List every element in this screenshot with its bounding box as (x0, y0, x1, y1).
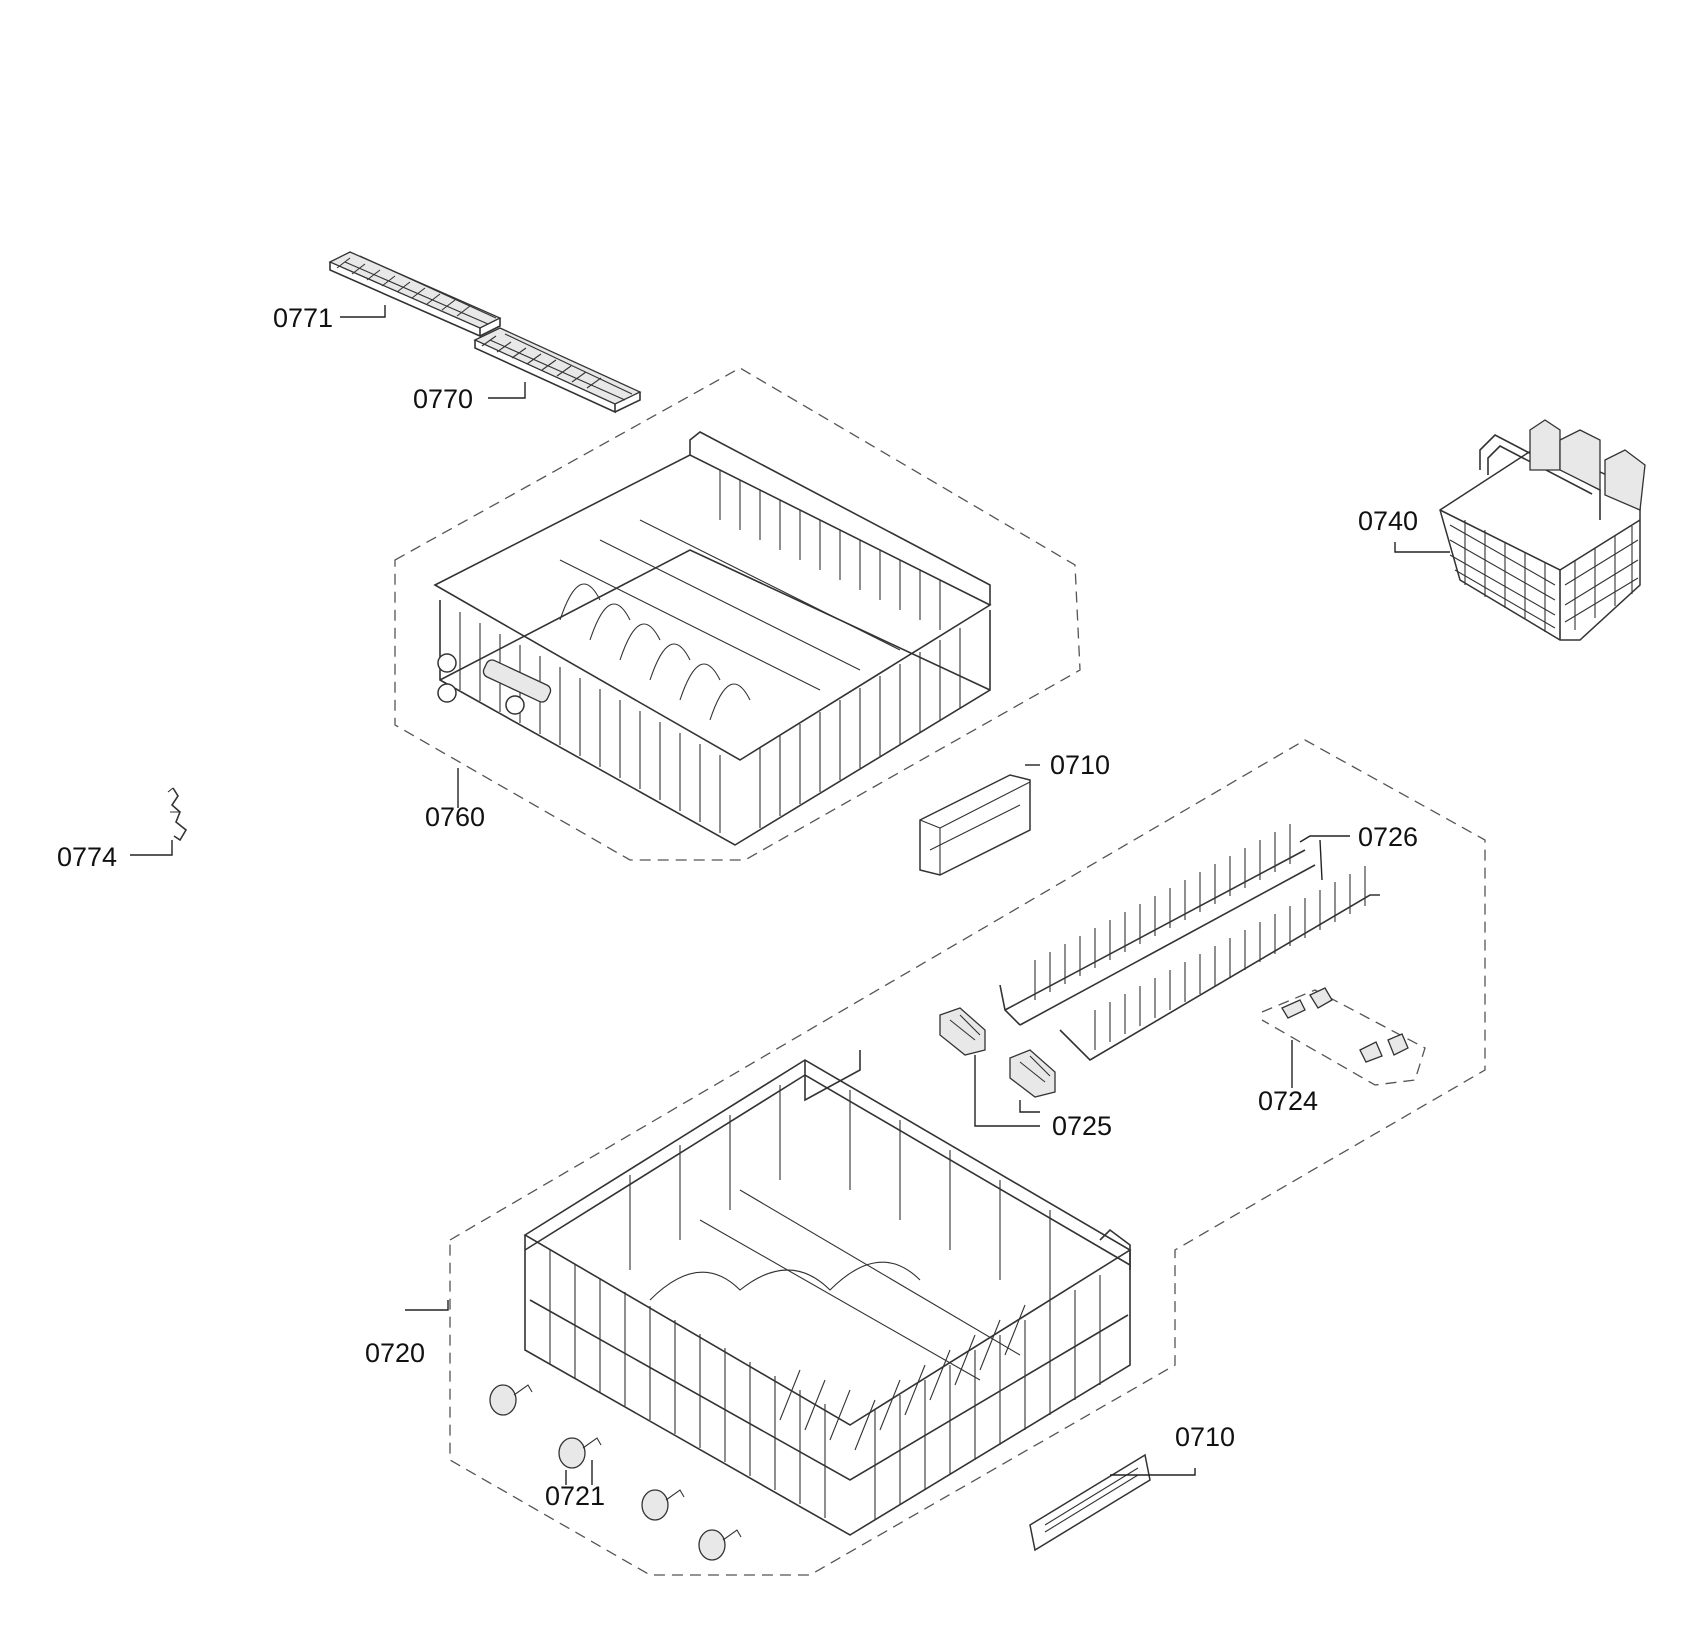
part-0720-lower-rack (523, 1050, 1132, 1536)
leader-0720 (405, 1300, 449, 1311)
part-0740-cutlery-basket (1439, 419, 1646, 641)
part-0726-tine-rows (999, 824, 1380, 1062)
part-0770-tine-row (473, 327, 642, 414)
label-0724: 0724 (1258, 1086, 1318, 1116)
leader-0725 (974, 1055, 1040, 1127)
label-0760: 0760 (425, 802, 485, 832)
label-0770: 0770 (413, 384, 473, 414)
label-0721: 0721 (545, 1481, 605, 1511)
leader-0721 (565, 1460, 593, 1485)
leader-0726 (1299, 835, 1350, 881)
label-0725: 0725 (1052, 1111, 1112, 1141)
part-0760-upper-rack (433, 431, 992, 846)
leader-0771 (340, 305, 386, 318)
leader-0774 (130, 840, 173, 856)
part-0774-clip (167, 787, 188, 842)
label-0710-lower: 0710 (1175, 1422, 1235, 1452)
part-0771-tine-row (328, 251, 502, 338)
outline-0760-upper-rack-assembly (394, 367, 1081, 861)
outline-0720-lower-rack-assembly (449, 739, 1486, 1576)
label-0740: 0740 (1358, 506, 1418, 536)
label-0720: 0720 (365, 1338, 425, 1368)
part-0710-lower-handle (1029, 1453, 1151, 1552)
leader-0770 (488, 382, 526, 399)
part-0725-hinges (939, 1007, 1056, 1098)
label-0774: 0774 (57, 842, 117, 872)
label-0771: 0771 (273, 303, 333, 333)
leader-0710-lower (1110, 1468, 1196, 1476)
leader-0740 (1394, 542, 1450, 553)
part-0710-upper-handle (919, 774, 1031, 876)
part-0724-clips (1261, 987, 1426, 1086)
label-0710-upper: 0710 (1050, 750, 1110, 780)
label-0726: 0726 (1358, 822, 1418, 852)
part-0721-wheels (489, 1384, 742, 1561)
